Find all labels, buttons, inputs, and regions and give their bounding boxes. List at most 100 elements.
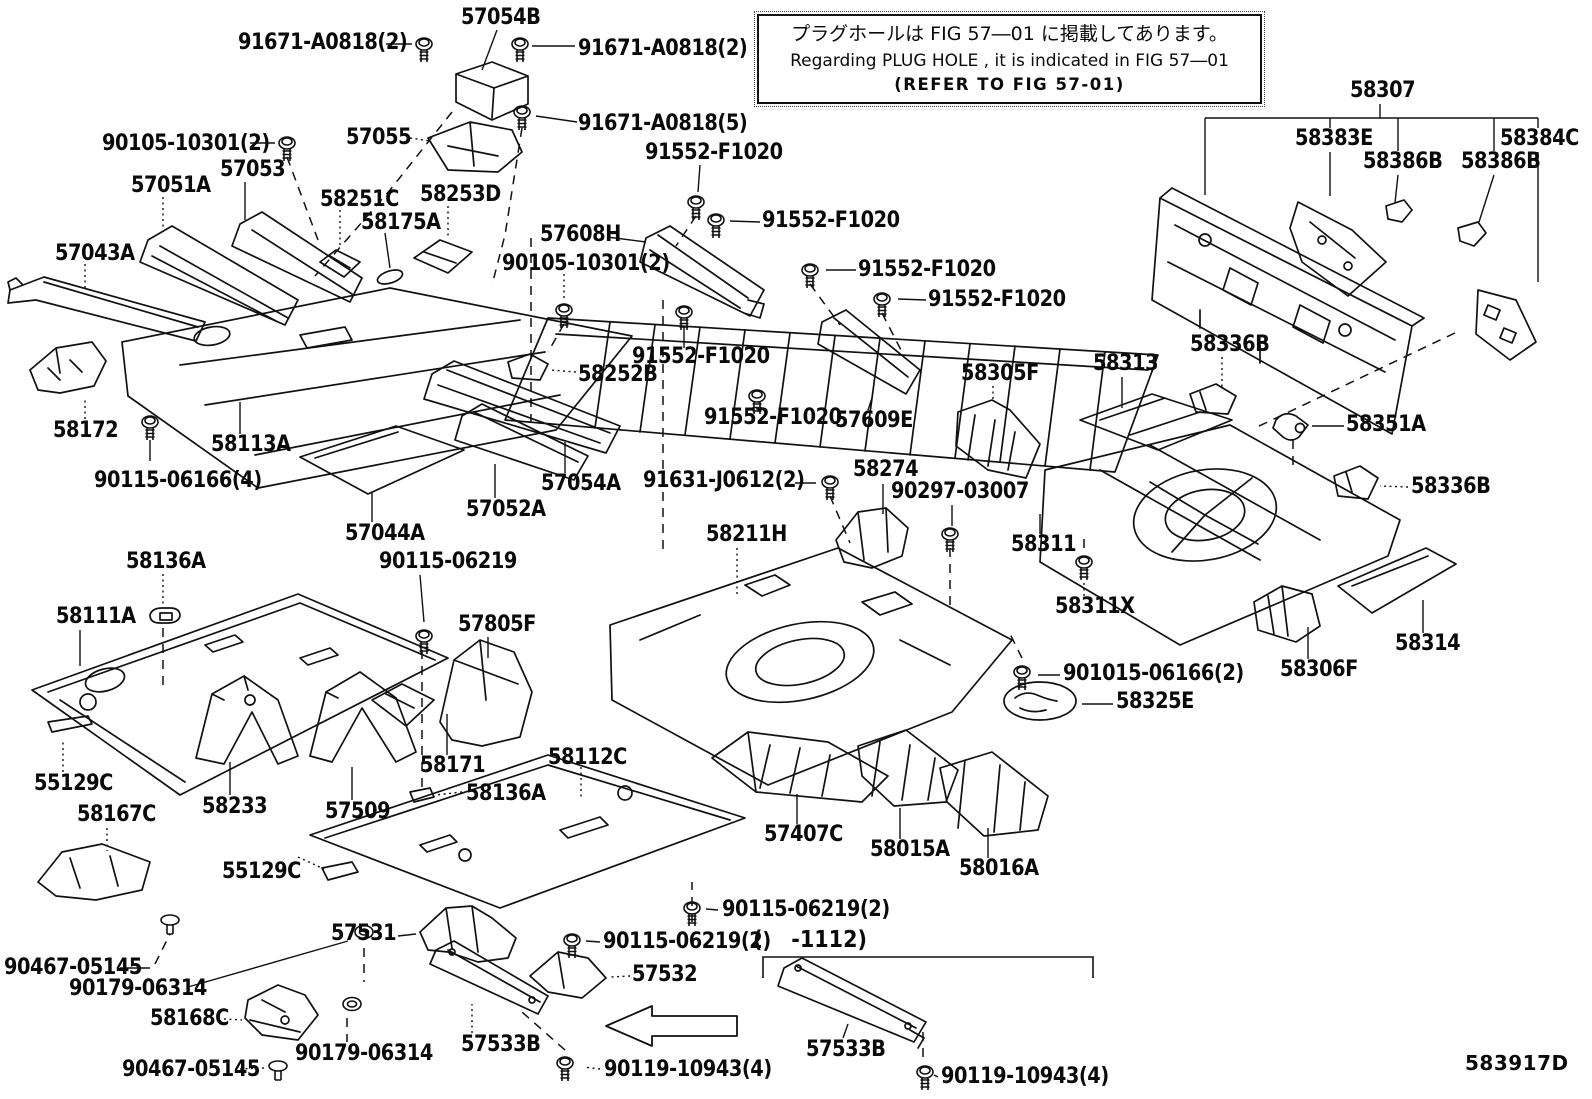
part-label-90105103012: 90105-10301(2) bbox=[502, 251, 670, 276]
part-57052a bbox=[454, 403, 589, 481]
part-label-57044a: 57044A bbox=[345, 521, 425, 546]
part-58314 bbox=[1337, 547, 1457, 614]
part-label-57609e: 57609E bbox=[835, 408, 913, 433]
part-label-91552f1020: 91552-F1020 bbox=[632, 344, 770, 369]
part-58111a-hole2 bbox=[79, 693, 97, 711]
part-58111a-hole bbox=[84, 667, 126, 693]
part-label-58311x: 58311X bbox=[1055, 594, 1135, 619]
part-55129c-2 bbox=[321, 861, 359, 881]
part-57051a bbox=[139, 225, 299, 326]
part-57533b-left-hole1 bbox=[448, 948, 456, 956]
part-57533b-left bbox=[429, 940, 549, 1015]
part-label-91631j06122: 91631-J0612(2) bbox=[643, 468, 805, 493]
part-58305f bbox=[955, 399, 1041, 479]
part-58383e bbox=[1289, 201, 1387, 297]
part-58384c bbox=[1475, 289, 1537, 361]
part-58136a-2 bbox=[409, 787, 435, 803]
part-58251c bbox=[319, 249, 361, 278]
part-58307-hole1 bbox=[1198, 233, 1212, 247]
part-58168c bbox=[244, 984, 319, 1041]
part-58016a bbox=[939, 751, 1049, 837]
part-57054b bbox=[455, 61, 529, 121]
part-57609e bbox=[817, 309, 921, 395]
part-label-58336b: 58336B bbox=[1411, 474, 1491, 499]
part-57805f bbox=[439, 639, 533, 747]
part-label-58167c: 58167C bbox=[77, 802, 156, 827]
part-label-57054b: 57054B bbox=[461, 5, 541, 30]
assembly-tree-58307 bbox=[1204, 104, 1539, 282]
part-57053 bbox=[231, 211, 363, 303]
part-58313 bbox=[1079, 393, 1233, 451]
part-label-91671a08185: 91671-A0818(5) bbox=[578, 111, 748, 136]
part-58325e-detail bbox=[1014, 692, 1058, 713]
part-label-91671a08182: 91671-A0818(2) bbox=[578, 36, 748, 61]
part-58325e bbox=[1003, 681, 1077, 721]
part-label-57052a: 57052A bbox=[466, 497, 546, 522]
note-line-japanese: プラグホールは FIG 57―01 に掲載してあります。 bbox=[791, 23, 1228, 46]
part-label-58386b: 58386B bbox=[1363, 149, 1443, 174]
part-label-58386b: 58386B bbox=[1461, 149, 1541, 174]
part-57608h bbox=[639, 225, 765, 319]
part-label-58306f: 58306F bbox=[1280, 657, 1358, 682]
part-58383e-hole1 bbox=[1317, 235, 1327, 245]
part-label-58112c: 58112C bbox=[548, 745, 627, 770]
part-front-floor-pan bbox=[121, 287, 633, 489]
part-58336b-2 bbox=[1333, 465, 1379, 500]
part-label-58016a: 58016A bbox=[959, 856, 1039, 881]
part-58311-well-inner bbox=[1164, 488, 1246, 542]
part-label-90115062192: 90115-06219(2) bbox=[603, 929, 771, 954]
part-57533b-right-hole2 bbox=[904, 1022, 912, 1030]
part-ribbed-floor bbox=[504, 317, 1159, 473]
part-label-58384c: 58384C bbox=[1500, 126, 1579, 151]
part-58311 bbox=[1039, 424, 1401, 646]
part-label-58113a: 58113A bbox=[211, 432, 291, 457]
part-58351a-nut bbox=[1294, 422, 1306, 434]
part-label-57608h: 57608H bbox=[540, 222, 621, 247]
part-label-91552f1020: 91552-F1020 bbox=[928, 287, 1066, 312]
part-label-58172: 58172 bbox=[53, 418, 119, 443]
part-58252b bbox=[507, 353, 549, 381]
part-58211h bbox=[609, 547, 1013, 786]
direction-arrow-icon bbox=[605, 1005, 738, 1047]
part-label-57533b: 57533B bbox=[806, 1037, 886, 1062]
part-label-57051a: 57051A bbox=[131, 173, 211, 198]
leader-lines-dotted bbox=[62, 137, 1409, 1070]
part-58383e-hole2 bbox=[1343, 261, 1353, 271]
part-58112c bbox=[309, 754, 746, 909]
part-58386b-2 bbox=[1457, 221, 1487, 247]
part-label-58168c: 58168C bbox=[150, 1006, 229, 1031]
part-58351a bbox=[1272, 412, 1309, 441]
part-58336b-1 bbox=[1189, 383, 1237, 415]
part-label-91552f1020: 91552-F1020 bbox=[704, 405, 842, 430]
part-label-90119109434: 90119-10943(4) bbox=[941, 1064, 1109, 1089]
part-58307-hole2 bbox=[1338, 323, 1352, 337]
part-label-58383e: 58383E bbox=[1295, 126, 1373, 151]
part-57044a bbox=[299, 425, 465, 495]
part-58306f bbox=[1253, 585, 1321, 643]
part-57533b-right bbox=[777, 957, 927, 1049]
part-label-90115061664: 90115-06166(4) bbox=[94, 468, 262, 493]
part-label-55129c: 55129C bbox=[34, 771, 113, 796]
part-57532 bbox=[529, 951, 607, 999]
part-58111a-hole3 bbox=[244, 694, 256, 706]
part-label-58313: 58313 bbox=[1093, 351, 1159, 376]
leader-lines-solid bbox=[79, 29, 1539, 1078]
part-label-91552f1020: 91552-F1020 bbox=[762, 208, 900, 233]
part-label-58314: 58314 bbox=[1395, 631, 1461, 656]
variant-date-note: ( -1112) bbox=[753, 927, 867, 953]
part-label-57805f: 57805F bbox=[458, 612, 536, 637]
part-label-58111a: 58111A bbox=[56, 604, 136, 629]
part-label-58015a: 58015A bbox=[870, 837, 950, 862]
part-label-55129c: 55129C bbox=[222, 859, 301, 884]
part-label-57055: 57055 bbox=[346, 125, 412, 150]
part-label-57053: 57053 bbox=[220, 157, 286, 182]
part-58311-well bbox=[1132, 468, 1278, 562]
part-label-91671a08182: 91671-A0818(2) bbox=[238, 30, 408, 55]
part-label-58211h: 58211H bbox=[706, 522, 787, 547]
part-label-58311: 58311 bbox=[1011, 532, 1077, 557]
part-label-9017906314: 90179-06314 bbox=[69, 976, 207, 1001]
part-label-57407c: 57407C bbox=[764, 822, 843, 847]
part-58171 bbox=[371, 683, 435, 727]
part-label-58274: 58274 bbox=[853, 457, 919, 482]
